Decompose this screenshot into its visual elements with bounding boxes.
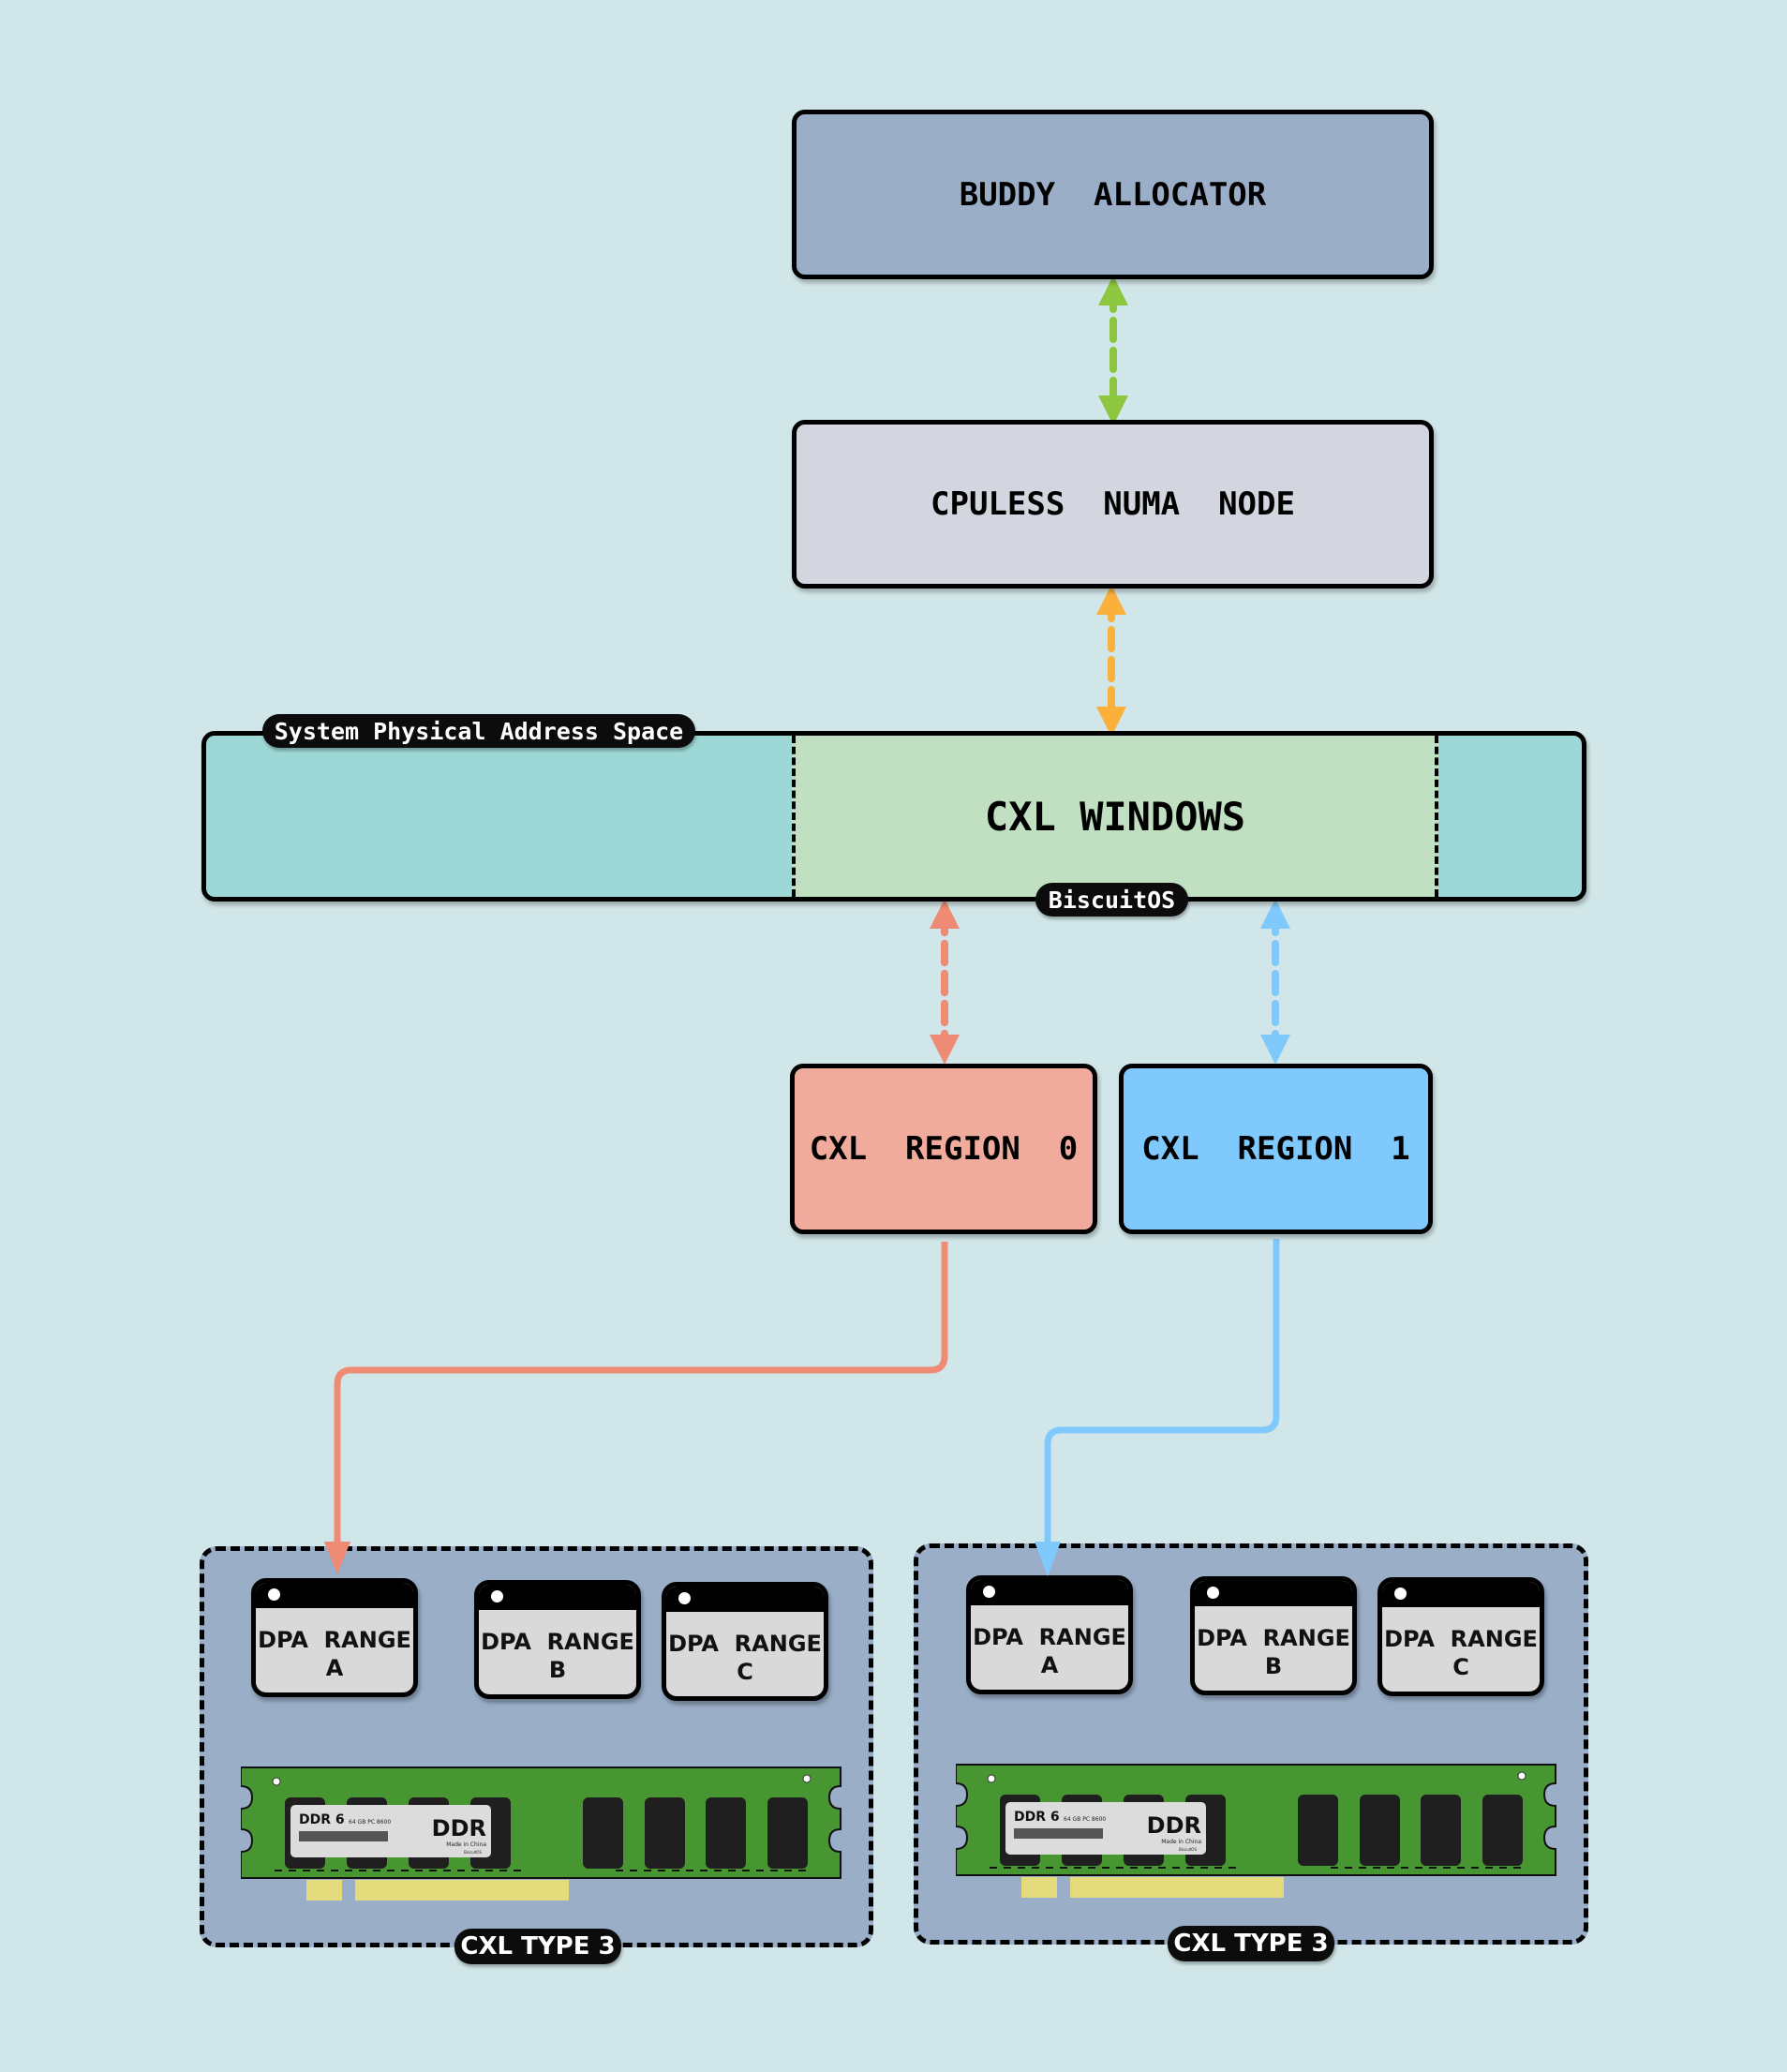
cpuless-numa-node: CPULESS NUMA NODE <box>792 420 1434 589</box>
cpuless-numa-node-label: CPULESS NUMA NODE <box>931 485 1295 523</box>
ddr-memory-module: DDR 6 64 GB PC 8600 DDR Made in China Bi… <box>241 1766 841 1901</box>
ddr-spec-text: 64 GB PC 8600 <box>1064 1816 1106 1823</box>
buddy-allocator-node: BUDDY ALLOCATOR <box>792 110 1434 279</box>
dpa-range-id: B <box>1264 1652 1283 1679</box>
buddy-allocator-label: BUDDY ALLOCATOR <box>959 175 1267 214</box>
ddr-origin-text: Made in China <box>1161 1839 1201 1845</box>
ddr-maker-text: BiscuitOS <box>1179 1847 1198 1852</box>
barcode <box>299 1831 388 1841</box>
cxl-region-1: CXL REGION 1 <box>1119 1064 1433 1234</box>
dpa-range-label: DPA RANGE <box>1197 1624 1350 1651</box>
cxl-windows-label: CXL WINDOWS <box>984 793 1246 840</box>
ddr-brand-text: DDR <box>432 1815 486 1841</box>
spa-title-badge: System Physical Address Space <box>262 714 695 748</box>
cxl-region-1-label: CXL REGION 1 <box>1141 1130 1410 1168</box>
cxl-type3-label: CXL TYPE 3 <box>454 1929 621 1964</box>
dpa-range-label: DPA RANGE <box>1384 1625 1538 1652</box>
barcode <box>1014 1828 1103 1839</box>
gold-contacts <box>355 1880 569 1901</box>
ddr-type-text: DDR 6 <box>1014 1810 1060 1825</box>
dpa-range-label: DPA RANGE <box>481 1628 634 1655</box>
dpa-range-label: DPA RANGE <box>973 1623 1126 1650</box>
ddr-origin-text: Made in China <box>446 1841 486 1848</box>
dpa-range-id: A <box>1040 1651 1059 1678</box>
cxl-type3-label: CXL TYPE 3 <box>1168 1926 1334 1961</box>
dpa-range-id: B <box>548 1656 567 1683</box>
ddr-maker-text: BiscuitOS <box>464 1850 483 1855</box>
region1-to-dpa-a-connector <box>1035 1239 1280 1576</box>
ddr-spec-text: 64 GB PC 8600 <box>349 1819 391 1826</box>
dpa-range-id: C <box>1452 1653 1469 1680</box>
dpa-range-label: DPA RANGE <box>668 1630 822 1657</box>
cxl-windows: CXL WINDOWS <box>792 736 1438 897</box>
dpa-range-id: C <box>737 1658 753 1685</box>
region0-to-dpa-a-connector <box>324 1242 948 1569</box>
cxl-region-0: CXL REGION 0 <box>790 1064 1097 1234</box>
ddr-brand-text: DDR <box>1147 1812 1201 1839</box>
dpa-range-label: DPA RANGE <box>258 1626 411 1653</box>
cxl-region-0-label: CXL REGION 0 <box>809 1130 1079 1168</box>
ddr-memory-module: DDR 6 64 GB PC 8600 DDR Made in China Bi… <box>956 1764 1556 1898</box>
gold-contacts <box>306 1880 342 1901</box>
gold-contacts <box>1070 1877 1284 1898</box>
system-physical-address-space: CXL WINDOWS <box>201 731 1586 902</box>
dpa-range-id: A <box>325 1654 344 1681</box>
gold-contacts <box>1021 1877 1057 1898</box>
brand-badge: BiscuitOS <box>1035 883 1188 917</box>
ddr-type-text: DDR 6 <box>299 1812 345 1827</box>
